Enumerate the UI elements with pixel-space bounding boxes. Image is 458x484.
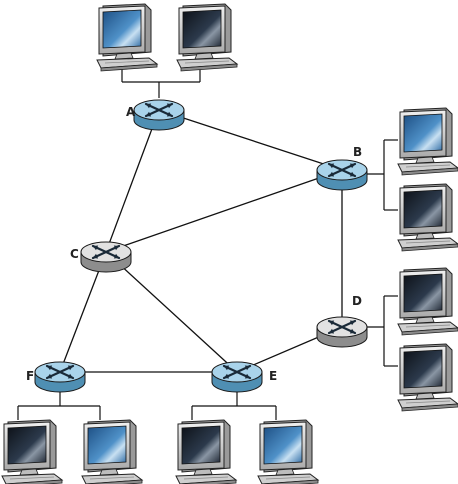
host-computer-icon — [1, 419, 64, 484]
link-b-c — [105, 169, 343, 253]
lan-cables — [17, 68, 398, 420]
router-arrows-icon — [222, 364, 252, 380]
host-computer-icon — [96, 3, 159, 72]
router-arrows-icon — [144, 102, 174, 118]
router-e — [211, 361, 263, 393]
host-computer-icon — [175, 419, 238, 484]
hosts — [1, 3, 458, 484]
host-computer-icon — [397, 343, 458, 412]
router-label-e: E — [269, 369, 277, 383]
host-computer-icon — [397, 107, 458, 176]
router-b — [316, 159, 368, 191]
host-computer-icon — [257, 419, 320, 484]
link-a-b — [158, 109, 343, 171]
router-a — [133, 99, 185, 131]
host-computer-icon — [176, 3, 239, 72]
router-label-b: B — [353, 145, 362, 159]
router-arrows-icon — [327, 319, 357, 335]
router-label-a: A — [126, 105, 136, 119]
router-c — [80, 241, 132, 273]
host-computer-icon — [81, 419, 144, 484]
router-arrows-icon — [91, 244, 121, 260]
link-a-c — [105, 109, 160, 253]
router-f — [34, 361, 86, 393]
router-label-f: F — [26, 369, 34, 383]
host-computer-icon — [397, 267, 458, 336]
link-c-e — [105, 251, 238, 373]
router-links — [59, 109, 343, 373]
router-arrows-icon — [327, 162, 357, 178]
router-d — [316, 316, 368, 348]
host-computer-icon — [397, 183, 458, 252]
router-label-c: C — [70, 247, 79, 261]
router-label-d: D — [352, 294, 362, 308]
router-arrows-icon — [45, 364, 75, 380]
routers: A B C D E F — [26, 99, 368, 393]
